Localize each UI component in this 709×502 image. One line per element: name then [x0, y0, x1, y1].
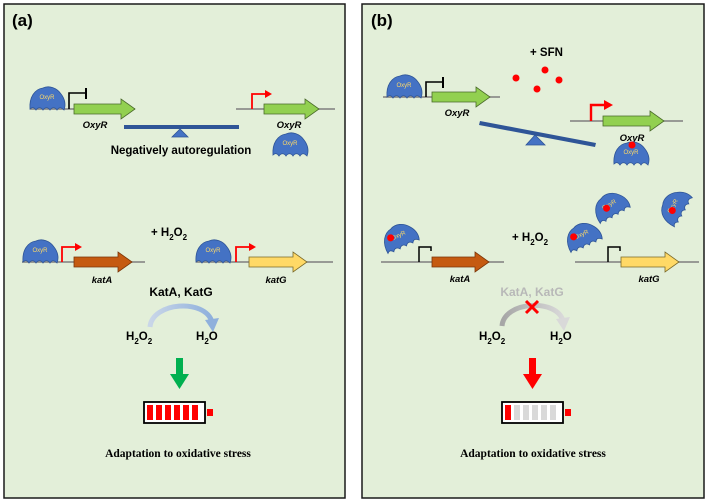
oxyr-protein-sfn-bound: OxyR [561, 217, 604, 254]
kata-gene: OxyR katA [22, 239, 145, 286]
oxyr-protein-sfn-bound: OxyR [588, 186, 632, 225]
inactive-promoter-icon [418, 246, 432, 262]
adaptation-caption: Adaptation to oxidative stress [105, 448, 251, 460]
reactant-label: H2O2 [126, 331, 153, 346]
balance-fulcrum [171, 128, 189, 138]
oxyr-protein-sfn-bound: OxyR [613, 141, 650, 166]
promoter-arrowhead [249, 243, 256, 251]
katg-gene: OxyR katG [195, 239, 333, 286]
balance-beam [479, 121, 596, 147]
sfn-label: + SFN [530, 47, 563, 59]
green-down-arrow-icon [170, 358, 189, 389]
active-promoter-icon [61, 246, 76, 262]
gene-label: OxyR [620, 133, 645, 144]
protein-label: OxyR [397, 83, 413, 89]
balance-beam [124, 125, 239, 129]
enzymes-label: KatA, KatG [149, 285, 212, 299]
autoregulation-caption: Negatively autoregulation [111, 145, 252, 157]
active-promoter-icon [251, 93, 266, 109]
repressed-promoter-icon [425, 81, 443, 97]
panel-b: (b) + SFN OxyR OxyR OxyR [361, 3, 705, 499]
oxyr-gene-repressed: OxyR OxyR [383, 74, 500, 119]
reaction-arc [147, 303, 215, 328]
reaction-arrowhead [205, 318, 219, 332]
balance-tilted [479, 121, 596, 147]
oxyr-protein-bound: OxyR [22, 239, 59, 264]
inactive-promoter-icon [607, 246, 621, 262]
balance [124, 125, 239, 138]
oxyr-gene-repressed: OxyR OxyR [29, 86, 136, 131]
panel-a: (a) OxyR OxyR OxyR OxyR [3, 3, 346, 499]
h2o2-label: + H2O2 [151, 227, 188, 242]
oxyr-protein-sfn-bound: OxyR [378, 218, 421, 255]
oxyr-protein-free: OxyR [272, 132, 309, 157]
panel-b-label: (b) [371, 11, 393, 30]
panel-a-label: (a) [12, 11, 33, 30]
katg-arrow [620, 251, 680, 273]
kata-arrow [431, 251, 490, 273]
gene-label: katG [265, 275, 287, 286]
kata-gene: katA [381, 246, 504, 285]
oxyr-gene-active: OxyR OxyR [570, 100, 683, 166]
active-promoter-icon [235, 246, 250, 262]
enzymes-label-inactive: KatA, KatG [500, 285, 563, 299]
oxyr-protein-bound: OxyR [29, 86, 66, 111]
gene-label: OxyR [277, 120, 302, 131]
promoter-arrowhead [75, 243, 82, 251]
reactant-label: H2O2 [479, 331, 506, 346]
product-label: H2O [550, 331, 572, 346]
gene-label: OxyR [83, 120, 108, 131]
katg-arrow [248, 251, 308, 273]
blocked-x-icon [524, 299, 540, 315]
h2o2-label: + H2O2 [512, 232, 549, 247]
gene-label: OxyR [445, 108, 470, 119]
protein-label: OxyR [33, 248, 49, 254]
battery-low-icon [501, 401, 571, 424]
oxyr-protein-sfn-bound: OxyR [654, 184, 694, 228]
protein-label: OxyR [40, 95, 56, 101]
red-down-arrow-icon [523, 358, 542, 389]
oxyr-protein-bound: OxyR [386, 74, 423, 99]
battery-full-icon [143, 401, 213, 424]
promoter-arrowhead [604, 100, 613, 110]
oxyr-arrow [73, 98, 136, 120]
active-promoter-icon [589, 103, 605, 121]
repressed-promoter-icon [68, 92, 86, 109]
oxyr-arrow [431, 86, 491, 108]
promoter-arrowhead [265, 90, 272, 98]
kata-arrow [73, 251, 133, 273]
balance-fulcrum [525, 134, 546, 146]
reaction-arrowhead [556, 317, 570, 331]
katg-gene: katG [575, 246, 699, 285]
oxyr-arrow [263, 98, 320, 120]
protein-label: OxyR [206, 248, 222, 254]
gene-label: katA [450, 274, 471, 285]
product-label: H2O [196, 331, 218, 346]
gene-label: katG [638, 274, 660, 285]
protein-label: OxyR [283, 141, 299, 147]
oxyr-gene-active: OxyR OxyR [236, 90, 335, 157]
adaptation-caption: Adaptation to oxidative stress [460, 448, 606, 460]
oxyr-arrow [602, 110, 665, 132]
gene-label: katA [92, 275, 113, 286]
oxyr-protein-bound: OxyR [195, 239, 232, 264]
protein-label: OxyR [624, 150, 640, 156]
sfn-molecules [512, 66, 563, 93]
